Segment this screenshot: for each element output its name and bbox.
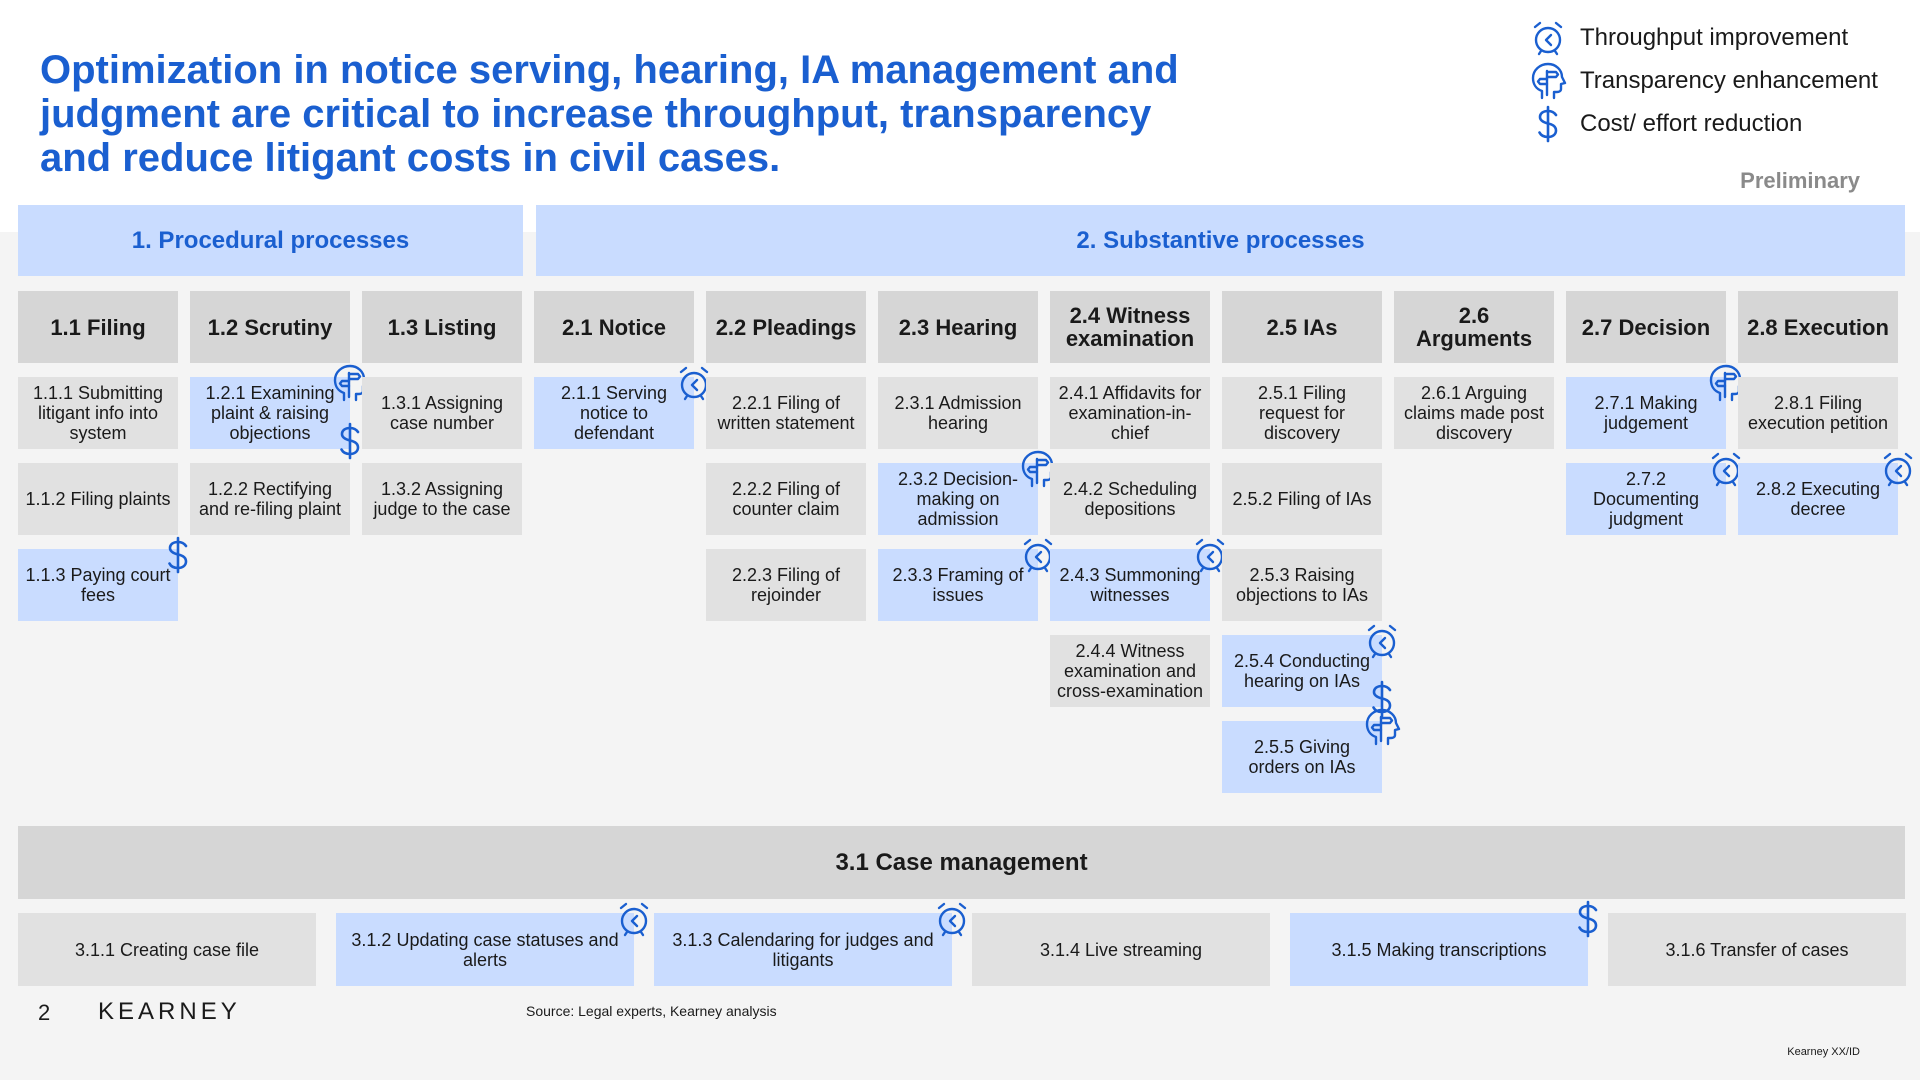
task-2-4-3: 2.4.3 Summoning witnesses bbox=[1050, 549, 1210, 621]
step-header-1-3: 1.3 Listing bbox=[362, 291, 522, 363]
task-2-5-2: 2.5.2 Filing of IAs bbox=[1222, 463, 1382, 535]
task-3-1-2: 3.1.2 Updating case statuses and alerts bbox=[336, 913, 634, 986]
step-header-2-8: 2.8 Execution bbox=[1738, 291, 1898, 363]
task-2-2-3: 2.2.3 Filing of rejoinder bbox=[706, 549, 866, 621]
task-1-1-3: 1.1.3 Paying court fees bbox=[18, 549, 178, 621]
task-1-3-2: 1.3.2 Assigning judge to the case bbox=[362, 463, 522, 535]
step-header-2-1: 2.1 Notice bbox=[534, 291, 694, 363]
legend-item-throughput: Throughput improvement bbox=[1528, 18, 1908, 58]
page-number: 2 bbox=[38, 1000, 51, 1025]
task-2-3-1: 2.3.1 Admission hearing bbox=[878, 377, 1038, 449]
task-2-5-1: 2.5.1 Filing request for discovery bbox=[1222, 377, 1382, 449]
legend-item-cost: Cost/ effort reduction bbox=[1528, 104, 1908, 144]
task-2-4-4: 2.4.4 Witness examination and cross-exam… bbox=[1050, 635, 1210, 707]
task-2-2-2: 2.2.2 Filing of counter claim bbox=[706, 463, 866, 535]
page-title: Optimization in notice serving, hearing,… bbox=[40, 48, 1179, 180]
source-note: Source: Legal experts, Kearney analysis bbox=[526, 1003, 777, 1019]
task-2-1-1: 2.1.1 Serving notice to defendant bbox=[534, 377, 694, 449]
task-3-1-4: 3.1.4 Live streaming bbox=[972, 913, 1270, 986]
alarm-clock-icon bbox=[932, 899, 972, 939]
dollar-icon bbox=[1568, 899, 1608, 939]
task-2-6-1: 2.6.1 Arguing claims made post discovery bbox=[1394, 377, 1554, 449]
task-3-1-1: 3.1.1 Creating case file bbox=[18, 913, 316, 986]
section-header-case-management: 3.1 Case management bbox=[18, 826, 1905, 899]
step-header-2-2: 2.2 Pleadings bbox=[706, 291, 866, 363]
section-header-procedural: 1. Procedural processes bbox=[18, 205, 523, 276]
alarm-clock-icon bbox=[1878, 449, 1918, 489]
task-3-1-6: 3.1.6 Transfer of cases bbox=[1608, 913, 1906, 986]
status-label: Preliminary bbox=[1740, 168, 1860, 193]
legend-label: Cost/ effort reduction bbox=[1580, 110, 1803, 137]
task-2-7-1: 2.7.1 Making judgement bbox=[1566, 377, 1726, 449]
task-2-5-3: 2.5.3 Raising objections to IAs bbox=[1222, 549, 1382, 621]
task-2-4-1: 2.4.1 Affidavits for examination-in-chie… bbox=[1050, 377, 1210, 449]
legend-label: Transparency enhancement bbox=[1580, 67, 1878, 94]
task-2-7-2: 2.7.2 Documenting judgment bbox=[1566, 463, 1726, 535]
dollar-icon bbox=[1528, 104, 1568, 144]
step-header-1-2: 1.2 Scrutiny bbox=[190, 291, 350, 363]
content-background bbox=[0, 232, 1920, 1080]
task-2-5-4: 2.5.4 Conducting hearing on IAs bbox=[1222, 635, 1382, 707]
document-reference: Kearney XX/ID bbox=[1787, 1046, 1860, 1058]
task-2-8-1: 2.8.1 Filing execution petition bbox=[1738, 377, 1898, 449]
alarm-clock-icon bbox=[1362, 621, 1402, 661]
task-1-1-2: 1.1.2 Filing plaints bbox=[18, 463, 178, 535]
alarm-clock-icon bbox=[674, 363, 714, 403]
step-header-1-1: 1.1 Filing bbox=[18, 291, 178, 363]
kearney-logo: KEARNEY bbox=[98, 998, 241, 1025]
step-header-2-5: 2.5 IAs bbox=[1222, 291, 1382, 363]
task-2-4-2: 2.4.2 Scheduling depositions bbox=[1050, 463, 1210, 535]
step-header-2-6: 2.6 Arguments bbox=[1394, 291, 1554, 363]
step-header-2-3: 2.3 Hearing bbox=[878, 291, 1038, 363]
head-signpost-icon bbox=[1362, 707, 1402, 747]
section-header-substantive: 2. Substantive processes bbox=[536, 205, 1905, 276]
task-2-5-5: 2.5.5 Giving orders on IAs bbox=[1222, 721, 1382, 793]
dollar-icon bbox=[330, 421, 370, 461]
alarm-clock-icon bbox=[1528, 18, 1568, 58]
alarm-clock-icon bbox=[1018, 535, 1058, 575]
task-1-2-2: 1.2.2 Rectifying and re-filing plaint bbox=[190, 463, 350, 535]
alarm-clock-icon bbox=[614, 899, 654, 939]
legend-label: Throughput improvement bbox=[1580, 24, 1849, 51]
task-1-3-1: 1.3.1 Assigning case number bbox=[362, 377, 522, 449]
task-2-3-2: 2.3.2 Decision-making on admission bbox=[878, 463, 1038, 535]
head-signpost-icon bbox=[1528, 61, 1568, 101]
task-2-3-3: 2.3.3 Framing of issues bbox=[878, 549, 1038, 621]
task-1-1-1: 1.1.1 Submitting litigant info into syst… bbox=[18, 377, 178, 449]
step-header-2-7: 2.7 Decision bbox=[1566, 291, 1726, 363]
task-3-1-3: 3.1.3 Calendaring for judges and litigan… bbox=[654, 913, 952, 986]
task-1-2-1: 1.2.1 Examining plaint & raising objecti… bbox=[190, 377, 350, 449]
task-3-1-5: 3.1.5 Making transcriptions bbox=[1290, 913, 1588, 986]
dollar-icon bbox=[158, 535, 198, 575]
task-2-2-1: 2.2.1 Filing of written statement bbox=[706, 377, 866, 449]
task-2-8-2: 2.8.2 Executing decree bbox=[1738, 463, 1898, 535]
legend-item-transparency: Transparency enhancement bbox=[1528, 61, 1908, 101]
step-header-2-4: 2.4 Witness examination bbox=[1050, 291, 1210, 363]
